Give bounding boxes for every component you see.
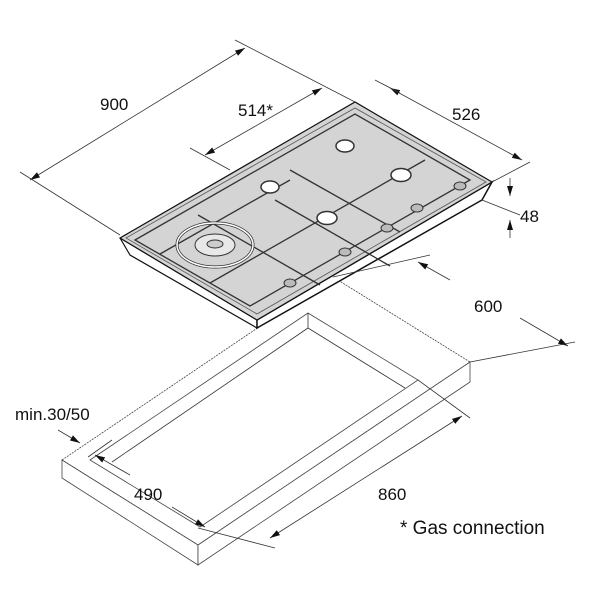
dim-min-clearance-label: min.30/50 (15, 405, 90, 424)
knob (380, 223, 394, 233)
knobs (283, 181, 467, 288)
hob (118, 101, 494, 330)
burner-small (260, 180, 280, 194)
dim-height-label: 48 (520, 207, 539, 226)
dim-cabinet-depth-label: 600 (474, 297, 502, 316)
dim-gas-connection-label: 514* (238, 101, 273, 120)
burner-rear (335, 139, 355, 153)
dim-cutout-width-label: 860 (378, 485, 406, 504)
burner-right (390, 167, 412, 183)
knob (283, 278, 297, 288)
knob (410, 203, 424, 213)
dim-cutout-depth-label: 490 (134, 485, 162, 504)
burner-wok (175, 221, 255, 269)
dim-width-label: 900 (100, 95, 128, 114)
knob (338, 247, 352, 257)
knob (453, 181, 467, 191)
footnote: * Gas connection (400, 518, 545, 539)
dim-depth-label: 526 (452, 105, 480, 124)
burner-front (316, 210, 338, 226)
dimension-lines (19, 39, 576, 549)
